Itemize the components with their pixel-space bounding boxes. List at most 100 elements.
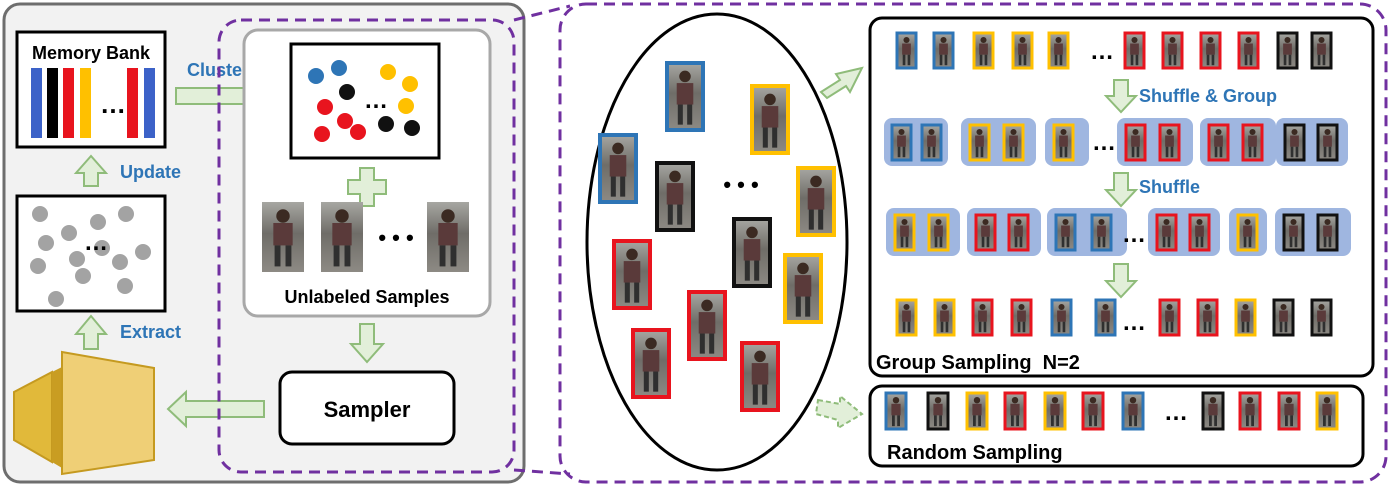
person-head bbox=[892, 397, 900, 404]
person-thumbnail bbox=[1234, 298, 1257, 337]
person-leg bbox=[1322, 321, 1326, 333]
person-thumbnail bbox=[1277, 391, 1301, 431]
person-head bbox=[1169, 36, 1176, 44]
person-leg bbox=[699, 333, 705, 354]
thumbnail-frame bbox=[974, 213, 997, 252]
person-head bbox=[1285, 397, 1293, 404]
person-torso bbox=[1323, 135, 1332, 147]
person-leg bbox=[1056, 415, 1059, 427]
person-head bbox=[979, 303, 986, 311]
unlabeled-thumbnails bbox=[262, 202, 469, 272]
person-thumbnail bbox=[1201, 391, 1225, 431]
person-torso bbox=[1248, 135, 1257, 147]
person-head bbox=[901, 218, 908, 226]
person-leg bbox=[450, 245, 457, 267]
person-head bbox=[645, 337, 657, 350]
person-head bbox=[679, 70, 691, 83]
feature-dot bbox=[94, 240, 110, 256]
person-leg bbox=[667, 204, 673, 225]
person-leg bbox=[1285, 415, 1288, 427]
person-leg bbox=[979, 54, 983, 66]
cluster-box: … bbox=[289, 42, 441, 160]
cluster-dots bbox=[308, 60, 420, 142]
person-leg bbox=[1195, 236, 1199, 248]
person-thumbnail bbox=[1002, 123, 1025, 162]
person-leg bbox=[1019, 236, 1023, 248]
person-thumbnail bbox=[1316, 213, 1339, 252]
person-torso bbox=[1014, 225, 1023, 237]
person-leg bbox=[1209, 415, 1212, 427]
person-thumbnail bbox=[1094, 298, 1117, 337]
person-torso bbox=[1284, 403, 1294, 416]
thumbnail-frame bbox=[1199, 31, 1222, 70]
person-leg bbox=[1211, 54, 1215, 66]
person-leg bbox=[744, 260, 750, 281]
person-leg bbox=[983, 321, 987, 333]
person-leg bbox=[1323, 415, 1326, 427]
person-torso bbox=[902, 43, 911, 55]
person-torso bbox=[1061, 225, 1070, 237]
person-head bbox=[276, 209, 290, 223]
person-torso bbox=[1317, 310, 1326, 322]
person-head bbox=[701, 299, 713, 312]
thumbnail-frame bbox=[740, 341, 780, 412]
person-head bbox=[1129, 397, 1137, 404]
thumbnail-frame bbox=[1043, 391, 1067, 431]
person-thumbnail bbox=[927, 213, 950, 252]
person-thumbnail bbox=[1276, 31, 1299, 70]
person-thumbnail bbox=[1241, 123, 1264, 162]
person-torso bbox=[1244, 43, 1253, 55]
person-leg bbox=[939, 54, 943, 66]
person-leg bbox=[1294, 236, 1298, 248]
thumbnail-frame bbox=[1047, 31, 1070, 70]
person-head bbox=[973, 397, 981, 404]
person-thumbnail bbox=[1161, 31, 1184, 70]
person-thumbnail bbox=[1158, 298, 1181, 337]
thumbnail-frame bbox=[927, 213, 950, 252]
person-torso bbox=[1017, 310, 1026, 322]
person-leg bbox=[902, 54, 906, 66]
person-thumbnail bbox=[1121, 391, 1145, 431]
person-leg bbox=[980, 146, 984, 158]
person-thumbnail bbox=[971, 298, 994, 337]
person-thumbnail bbox=[1054, 213, 1077, 252]
person-leg bbox=[1328, 415, 1331, 427]
thumbnail-frame bbox=[732, 217, 772, 288]
person-head bbox=[1060, 128, 1067, 136]
person-leg bbox=[945, 321, 949, 333]
person-thumbnail bbox=[893, 213, 916, 252]
thumbnail-frame bbox=[1237, 31, 1260, 70]
person-leg bbox=[1059, 54, 1063, 66]
thumbnail-frame bbox=[1155, 213, 1178, 252]
person-head bbox=[1290, 218, 1297, 226]
regroup-arrow bbox=[1103, 263, 1139, 299]
thumbnail-frame bbox=[1238, 391, 1262, 431]
person-leg bbox=[1064, 146, 1068, 158]
person-head bbox=[898, 128, 905, 136]
cluster-dot bbox=[350, 124, 366, 140]
person-torso bbox=[1206, 43, 1215, 55]
random-sampling-title: Random Sampling bbox=[887, 442, 1063, 464]
person-torso bbox=[1279, 310, 1288, 322]
unlabeled-samples-label: Unlabeled Samples bbox=[284, 287, 449, 307]
memory-bank-bar bbox=[80, 68, 91, 138]
person-leg bbox=[1130, 54, 1134, 66]
features-ellipsis: … bbox=[84, 229, 108, 256]
zoom-connector-bottom bbox=[513, 468, 571, 476]
feature-dots bbox=[30, 206, 151, 307]
person-torso bbox=[1054, 43, 1063, 55]
person-torso bbox=[891, 403, 901, 416]
person-thumbnail bbox=[1158, 123, 1181, 162]
feature-dot bbox=[30, 258, 46, 274]
person-leg bbox=[1208, 321, 1212, 333]
feature-dot bbox=[75, 268, 91, 284]
person-head bbox=[1215, 128, 1222, 136]
person-thumbnail bbox=[612, 239, 652, 310]
person-leg bbox=[1214, 146, 1218, 158]
person-torso bbox=[743, 239, 761, 261]
person-torso bbox=[761, 106, 779, 128]
person-leg bbox=[1219, 146, 1223, 158]
person-thumbnail bbox=[972, 31, 995, 70]
thumbnail-frame bbox=[1241, 123, 1264, 162]
